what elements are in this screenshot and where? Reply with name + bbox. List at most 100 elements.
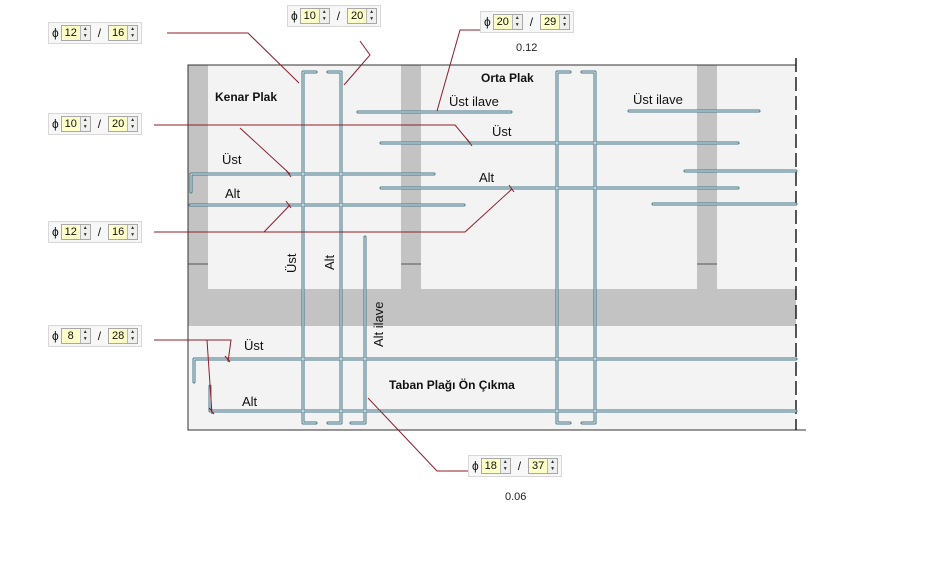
top-value-note: 0.12 [516, 42, 538, 54]
spin-down-icon[interactable]: ▼ [130, 336, 136, 342]
spin-arrows[interactable]: ▲▼ [127, 117, 138, 131]
separator: / [97, 329, 102, 343]
spacing-spinbox[interactable]: 20 ▲▼ [108, 116, 139, 132]
spin-arrows[interactable]: ▲▼ [79, 117, 90, 131]
spin-arrows[interactable]: ▲▼ [318, 9, 329, 23]
spin-arrows[interactable]: ▲▼ [511, 15, 522, 29]
spin-down-icon[interactable]: ▼ [82, 336, 88, 342]
spin-up-icon[interactable]: ▲ [514, 15, 520, 21]
tick-mark [208, 407, 215, 415]
spacing-value[interactable]: 20 [111, 118, 125, 130]
spin-down-icon[interactable]: ▼ [130, 232, 136, 238]
spin-up-icon[interactable]: ▲ [130, 117, 136, 123]
spin-up-icon[interactable]: ▲ [82, 329, 88, 335]
tick-mark [285, 169, 292, 178]
spin-arrows[interactable]: ▲▼ [547, 459, 558, 473]
spin-down-icon[interactable]: ▼ [82, 33, 88, 39]
alt-kenar-label: Alt [225, 186, 241, 201]
spacing-spinbox[interactable]: 29 ▲▼ [540, 14, 571, 30]
rebar-control-6: ϕ 8 ▲▼ / 28 ▲▼ [48, 325, 143, 347]
spin-down-icon[interactable]: ▼ [514, 22, 520, 28]
rebar-core-line [190, 173, 435, 193]
column-middle [401, 65, 421, 289]
spin-up-icon[interactable]: ▲ [82, 225, 88, 231]
spin-up-icon[interactable]: ▲ [550, 459, 556, 465]
rebar-core-line [350, 236, 366, 424]
separator: / [97, 225, 102, 239]
spacing-spinbox[interactable]: 20 ▲▼ [347, 8, 378, 24]
spin-arrows[interactable]: ▲▼ [127, 26, 138, 40]
diameter-value[interactable]: 10 [64, 118, 77, 130]
spin-up-icon[interactable]: ▲ [369, 9, 375, 15]
spin-down-icon[interactable]: ▼ [130, 124, 136, 130]
spacing-value[interactable]: 16 [111, 226, 125, 238]
spacing-value[interactable]: 37 [531, 460, 545, 472]
separator: / [517, 459, 522, 473]
separator: / [336, 9, 341, 23]
diameter-spinbox[interactable]: 10 ▲▼ [60, 116, 91, 132]
diameter-value[interactable]: 8 [67, 330, 74, 342]
spacing-value[interactable]: 20 [350, 10, 364, 22]
taban-plagi-label: Taban Plağı Ön Çıkma [389, 377, 515, 392]
diameter-spinbox[interactable]: 8 ▲▼ [60, 328, 91, 344]
spin-up-icon[interactable]: ▲ [82, 26, 88, 32]
spin-up-icon[interactable]: ▲ [502, 459, 508, 465]
rebar-core-line [581, 71, 596, 424]
spin-up-icon[interactable]: ▲ [130, 26, 136, 32]
leader-line-9 [207, 339, 232, 363]
spin-down-icon[interactable]: ▼ [130, 33, 136, 39]
spin-down-icon[interactable]: ▼ [550, 466, 556, 472]
spin-down-icon[interactable]: ▼ [562, 22, 568, 28]
rebar-core-line [327, 71, 342, 424]
ust-ilave-label-right: Üst ilave [633, 92, 683, 107]
spin-arrows[interactable]: ▲▼ [79, 26, 90, 40]
spin-arrows[interactable]: ▲▼ [127, 225, 138, 239]
spacing-value[interactable]: 16 [111, 27, 125, 39]
spin-up-icon[interactable]: ▲ [321, 9, 327, 15]
separator: / [97, 117, 102, 131]
diameter-spinbox[interactable]: 12 ▲▼ [60, 224, 91, 240]
spin-arrows[interactable]: ▲▼ [79, 225, 90, 239]
transverse-beam [188, 289, 796, 326]
spin-down-icon[interactable]: ▼ [369, 16, 375, 22]
rebar-control-2: ϕ 10 ▲▼ / 20 ▲▼ [287, 5, 382, 27]
diameter-value[interactable]: 12 [64, 27, 77, 39]
leader-line-3 [436, 29, 480, 112]
spacing-spinbox[interactable]: 16 ▲▼ [108, 224, 139, 240]
spin-down-icon[interactable]: ▼ [82, 124, 88, 130]
spin-up-icon[interactable]: ▲ [130, 329, 136, 335]
spin-up-icon[interactable]: ▲ [130, 225, 136, 231]
diameter-value[interactable]: 18 [484, 460, 497, 472]
spin-arrows[interactable]: ▲▼ [79, 329, 90, 343]
lower-slab [188, 326, 796, 430]
spin-down-icon[interactable]: ▼ [502, 466, 508, 472]
spacing-spinbox[interactable]: 28 ▲▼ [108, 328, 139, 344]
leader-line-7 [263, 204, 291, 233]
spin-up-icon[interactable]: ▲ [562, 15, 568, 21]
leader-line-4 [154, 124, 471, 144]
diameter-value[interactable]: 10 [303, 10, 316, 22]
tick-mark [285, 200, 292, 209]
orta-plak-label: Orta Plak [481, 71, 534, 85]
diameter-spinbox[interactable]: 20 ▲▼ [492, 14, 523, 30]
spin-down-icon[interactable]: ▼ [321, 16, 327, 22]
phi-symbol: ϕ [52, 329, 59, 343]
spacing-spinbox[interactable]: 37 ▲▼ [528, 458, 559, 474]
diameter-spinbox[interactable]: 18 ▲▼ [480, 458, 511, 474]
diameter-value[interactable]: 20 [496, 16, 509, 28]
spin-down-icon[interactable]: ▼ [82, 232, 88, 238]
section-outline [187, 64, 806, 431]
diameter-spinbox[interactable]: 10 ▲▼ [299, 8, 330, 24]
spin-arrows[interactable]: ▲▼ [127, 329, 138, 343]
diameter-value[interactable]: 12 [64, 226, 77, 238]
spacing-spinbox[interactable]: 16 ▲▼ [108, 25, 139, 41]
spin-arrows[interactable]: ▲▼ [499, 459, 510, 473]
spacing-value[interactable]: 28 [111, 330, 125, 342]
rebar-control-4: ϕ 10 ▲▼ / 20 ▲▼ [48, 113, 143, 135]
spin-up-icon[interactable]: ▲ [82, 117, 88, 123]
spin-arrows[interactable]: ▲▼ [559, 15, 570, 29]
rebar-core-line [209, 385, 797, 412]
diameter-spinbox[interactable]: 12 ▲▼ [60, 25, 91, 41]
spin-arrows[interactable]: ▲▼ [366, 9, 377, 23]
spacing-value[interactable]: 29 [543, 16, 557, 28]
